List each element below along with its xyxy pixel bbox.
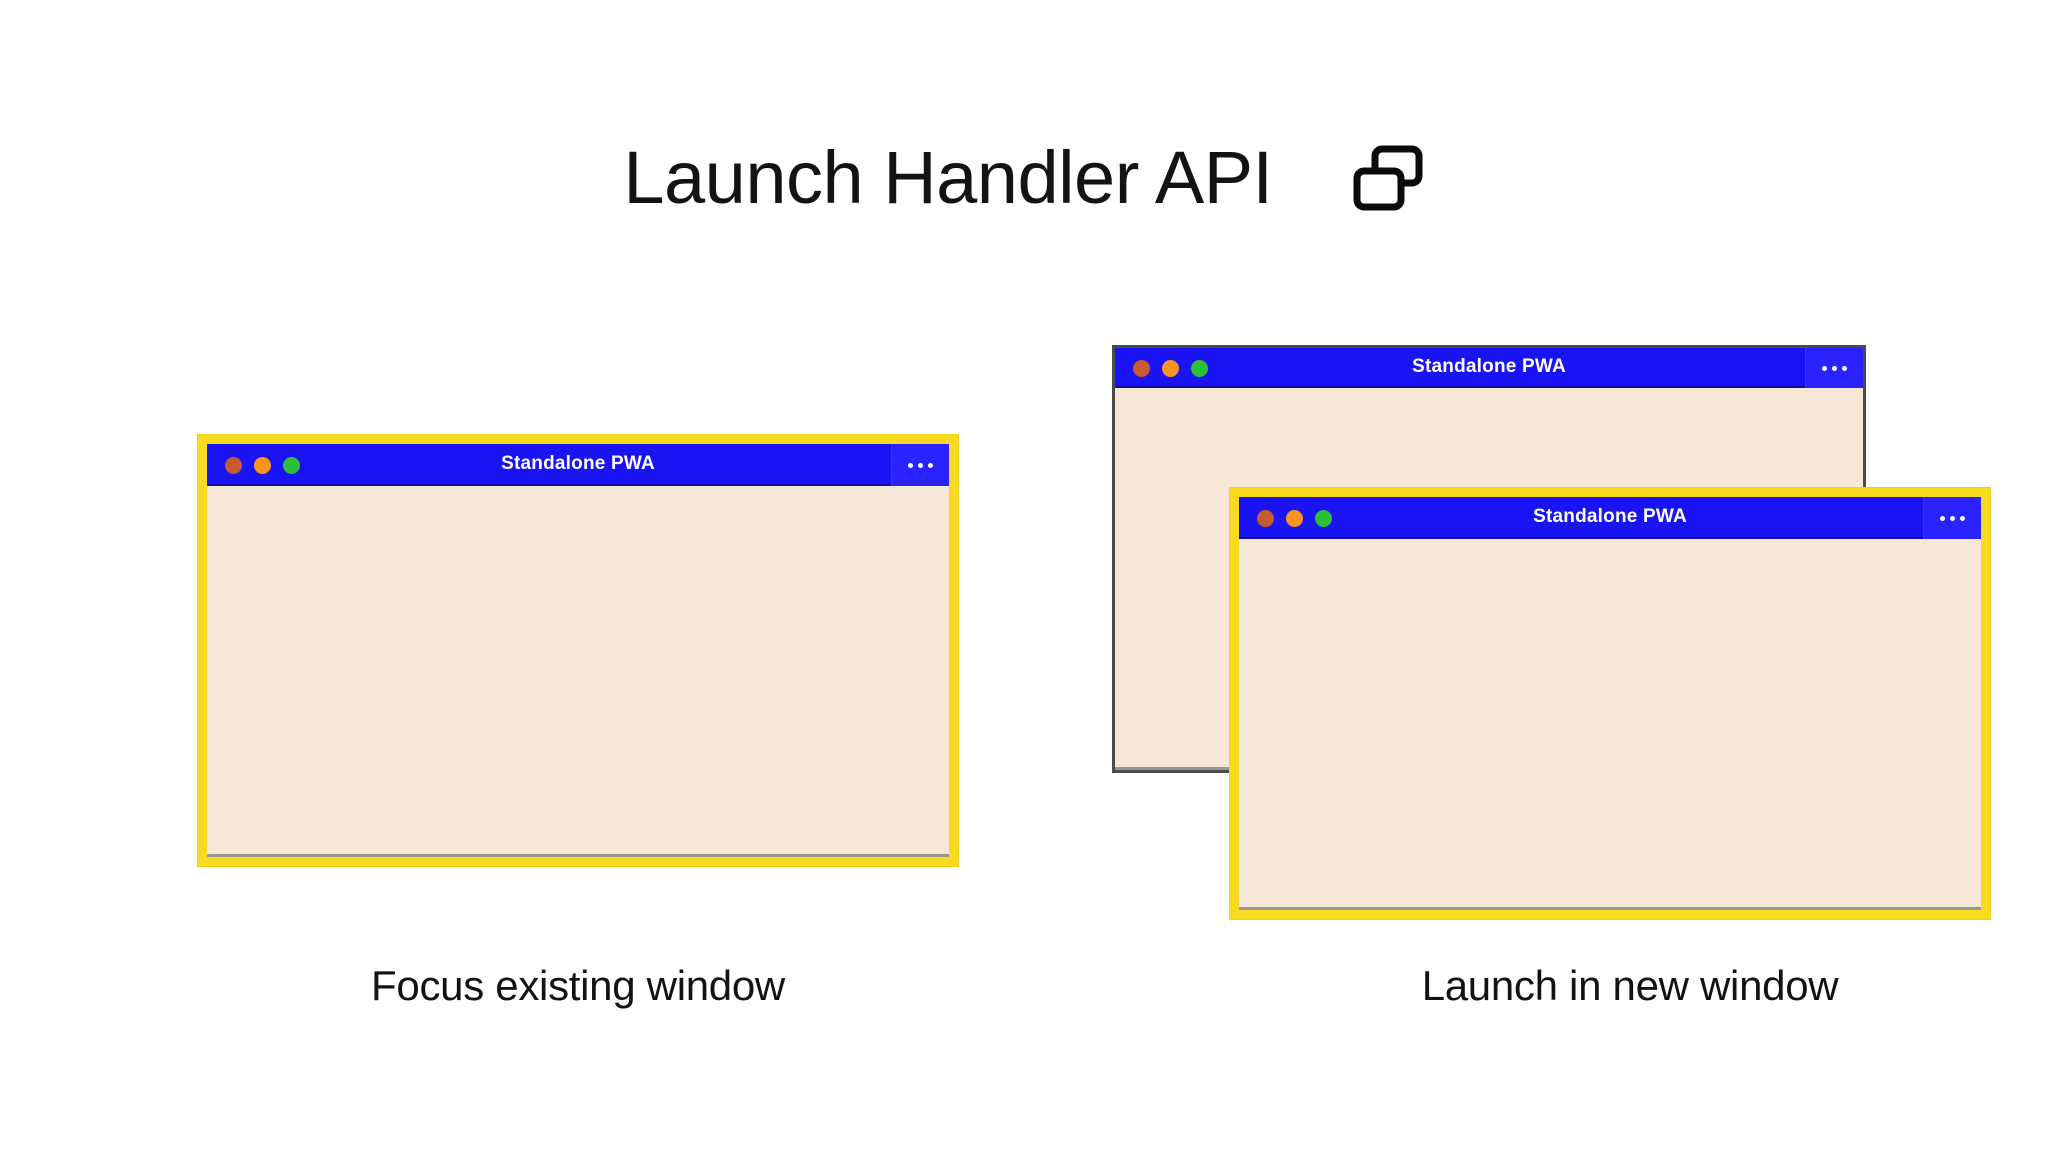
page-header: Launch Handler API — [0, 118, 2048, 238]
menu-dot-1 — [1940, 515, 1945, 521]
minimize-icon[interactable] — [1162, 359, 1179, 377]
left-window-titlebar[interactable]: Standalone PWA — [207, 444, 949, 486]
right-front-window-traffic-lights — [1239, 509, 1332, 527]
right-back-window-titlebar[interactable]: Standalone PWA — [1115, 348, 1863, 388]
left-window-inner: Standalone PWA — [207, 444, 949, 857]
caption-focus-existing-window: Focus existing window — [371, 962, 785, 1009]
overflow-menu-icon[interactable] — [1805, 348, 1863, 388]
close-icon[interactable] — [1257, 509, 1274, 527]
right-front-window-inner: Standalone PWA — [1239, 497, 1981, 910]
right-back-window-title: Standalone PWA — [1412, 356, 1566, 377]
overflow-menu-icon[interactable] — [1923, 497, 1981, 539]
left-window-title: Standalone PWA — [501, 453, 655, 474]
caption-launch-in-new-window: Launch in new window — [1421, 962, 1839, 1009]
menu-dot-2 — [918, 462, 923, 468]
page-title: Launch Handler API — [623, 136, 1273, 219]
right-back-window-traffic-lights — [1115, 359, 1208, 377]
menu-dot-3 — [1842, 365, 1847, 371]
menu-dot-3 — [1960, 515, 1965, 521]
menu-dot-3 — [928, 462, 933, 468]
right-front-window-titlebar[interactable]: Standalone PWA — [1239, 497, 1981, 539]
left-window[interactable]: Standalone PWA — [198, 435, 958, 866]
minimize-icon[interactable] — [1286, 509, 1303, 527]
overflow-menu-icon[interactable] — [891, 444, 949, 486]
close-icon[interactable] — [1133, 359, 1150, 377]
right-front-window-title: Standalone PWA — [1533, 506, 1687, 527]
menu-dot-2 — [1950, 515, 1955, 521]
maximize-icon[interactable] — [1315, 509, 1332, 527]
right-front-window-content — [1239, 539, 1981, 910]
close-icon[interactable] — [225, 456, 242, 474]
menu-dot-2 — [1832, 365, 1837, 371]
left-window-traffic-lights — [207, 456, 300, 474]
maximize-icon[interactable] — [283, 456, 300, 474]
minimize-icon[interactable] — [254, 456, 271, 474]
menu-dot-1 — [1822, 365, 1827, 371]
maximize-icon[interactable] — [1191, 359, 1208, 377]
multi-window-icon — [1351, 141, 1425, 215]
right-front-window[interactable]: Standalone PWA — [1230, 488, 1990, 919]
menu-dot-1 — [908, 462, 913, 468]
left-window-content — [207, 486, 949, 857]
